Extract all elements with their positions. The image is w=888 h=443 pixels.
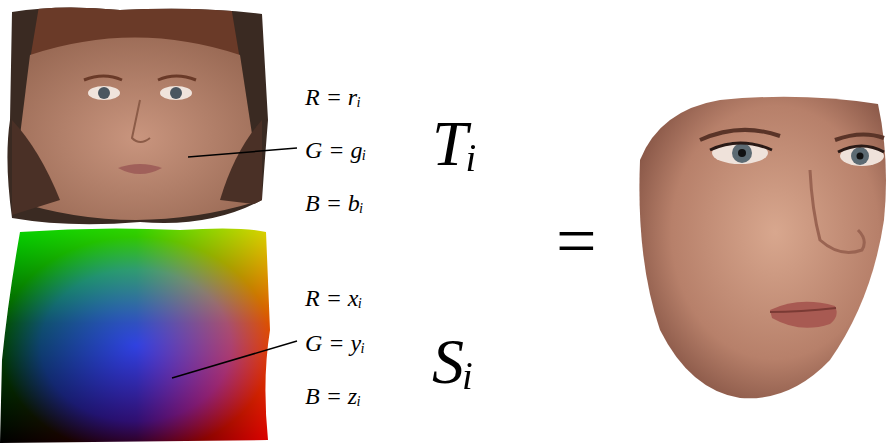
geometry-image	[0, 226, 272, 443]
rendered-face	[639, 97, 886, 399]
channel-label: R = rᵢ	[305, 85, 361, 109]
leader-line	[188, 148, 297, 157]
equals-sign: =	[556, 205, 597, 277]
channel-label: B = zᵢ	[305, 384, 361, 408]
channel-label: B = bᵢ	[305, 191, 364, 215]
texture-photo	[0, 0, 270, 230]
channel-label: R = xᵢ	[305, 286, 362, 310]
channel-label: G = yᵢ	[305, 331, 365, 355]
map-symbol: Sᵢ	[432, 330, 474, 394]
leader-line	[172, 341, 297, 378]
map-symbol: Tᵢ	[432, 112, 478, 176]
channel-label: G = gᵢ	[305, 138, 366, 162]
